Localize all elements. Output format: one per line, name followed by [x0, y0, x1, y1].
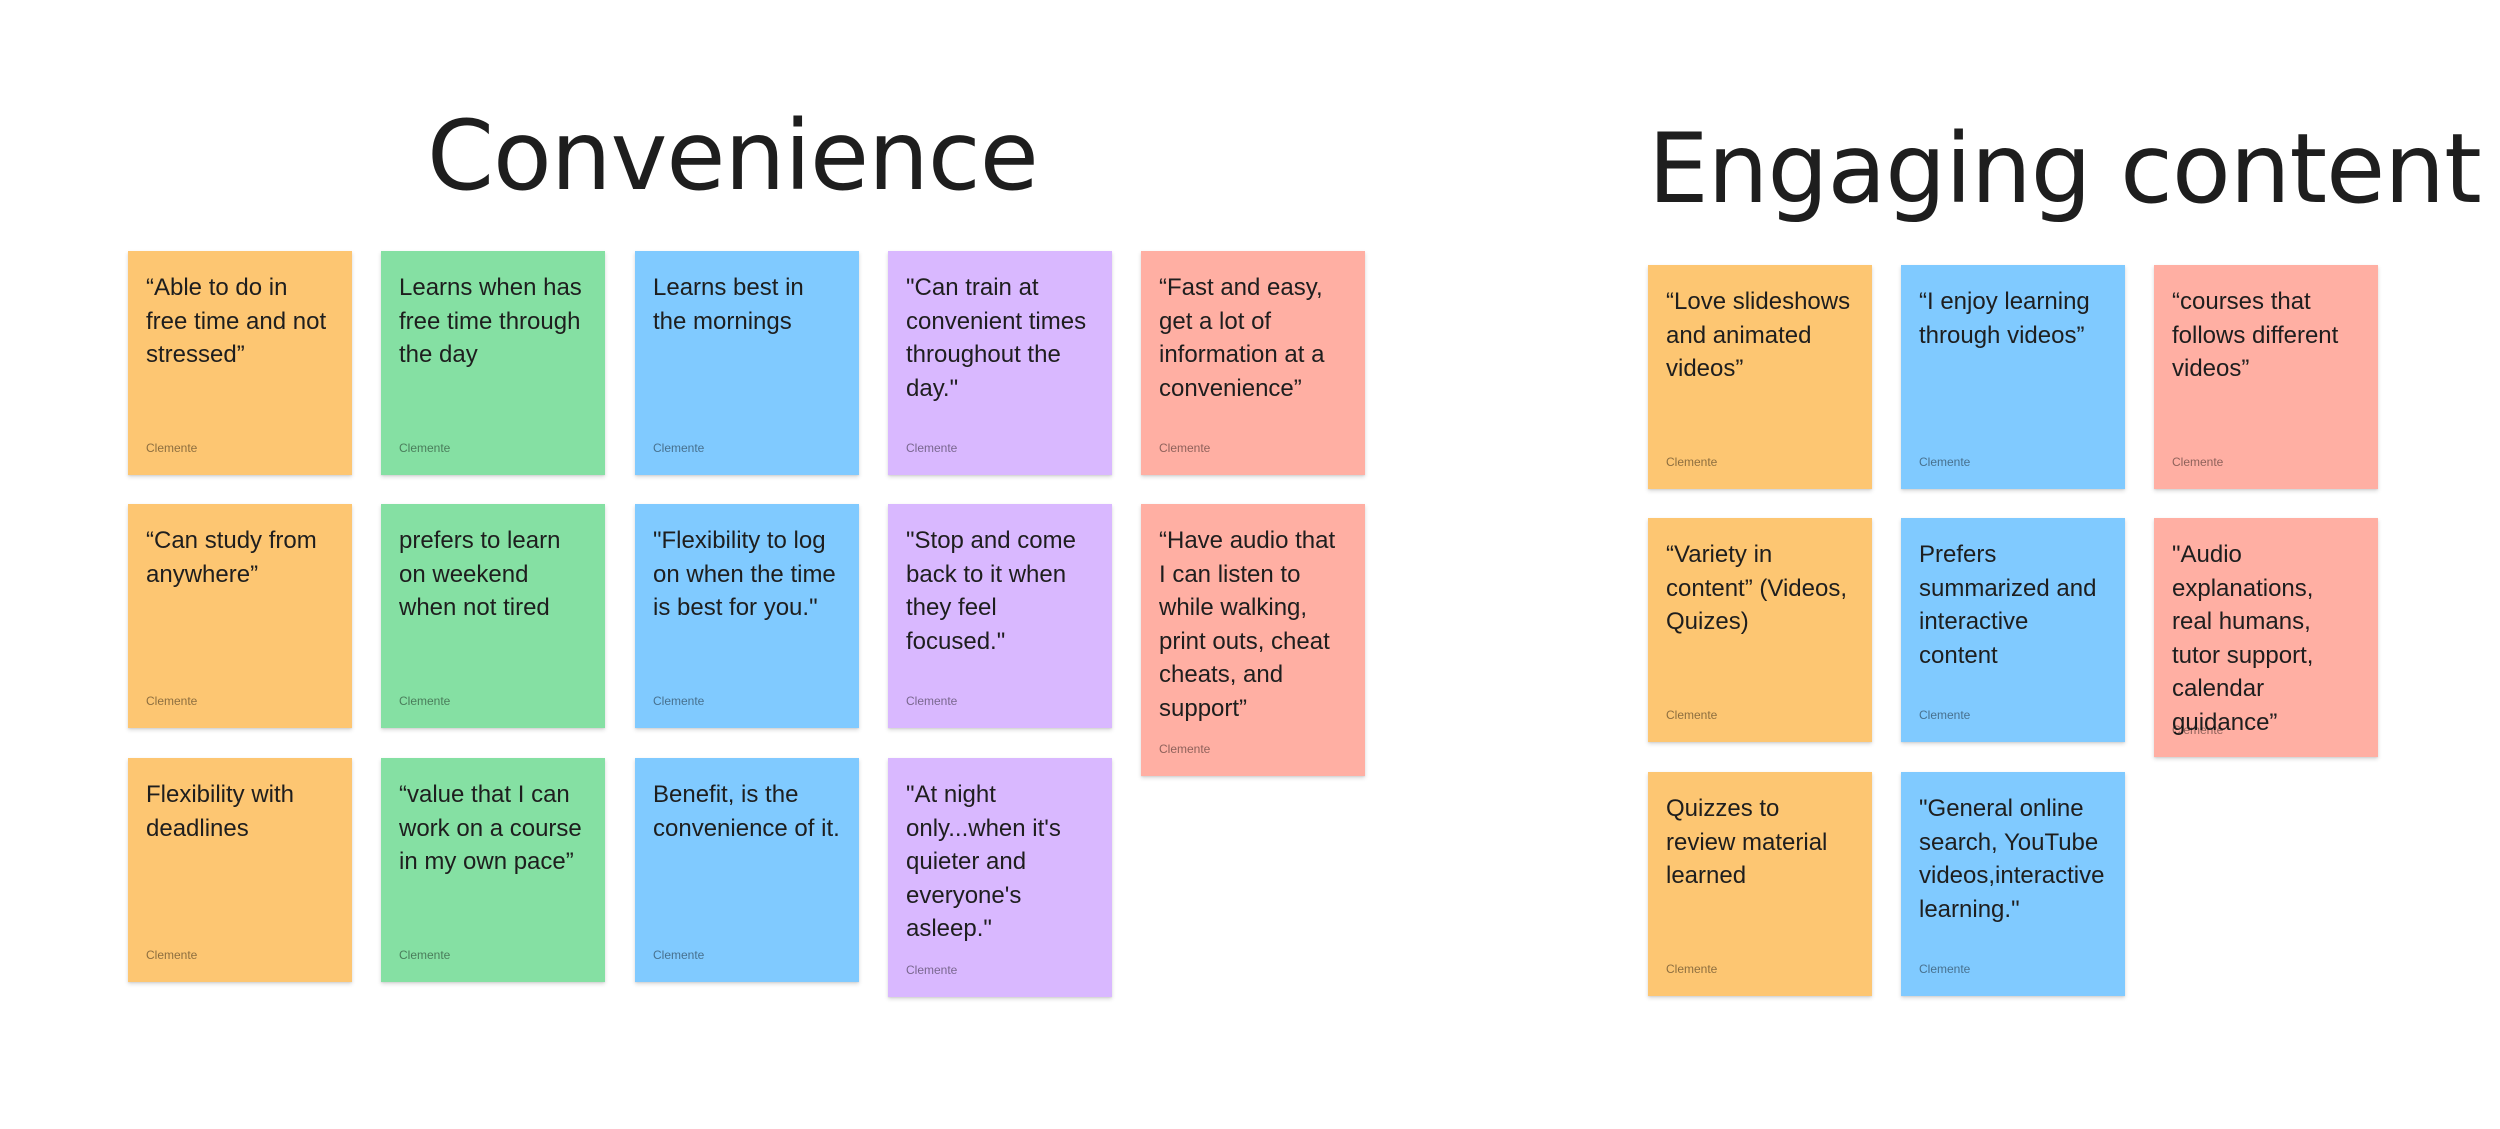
sticky-note[interactable]: "General online search, YouTube videos,i… — [1901, 772, 2125, 996]
sticky-note-text: "General online search, YouTube videos,i… — [1919, 795, 2105, 923]
sticky-note-text: "Flexibility to log on when the time is … — [653, 527, 836, 621]
sticky-note-author: Clemente — [906, 694, 958, 708]
sticky-note[interactable]: “I enjoy learning through videos” Clemen… — [1901, 265, 2125, 489]
sticky-note-author: Clemente — [1666, 455, 1718, 469]
sticky-note-text: Flexibility with deadlines — [146, 781, 295, 842]
sticky-note[interactable]: Learns best in the mornings Clemente — [635, 251, 859, 475]
sticky-note[interactable]: “Have audio that I can listen to while w… — [1141, 504, 1365, 776]
sticky-note-author: Clemente — [653, 694, 705, 708]
sticky-note-author: Clemente — [1919, 455, 1971, 469]
sticky-note[interactable]: “Able to do in free time and not stresse… — [128, 251, 352, 475]
sticky-note-author: Clemente — [1666, 708, 1718, 722]
sticky-note-text: Learns best in the mornings — [653, 274, 804, 335]
sticky-note-author: Clemente — [653, 441, 705, 455]
sticky-note-author: Clemente — [146, 441, 198, 455]
sticky-note[interactable]: "At night only...when it's quieter and e… — [888, 758, 1112, 997]
sticky-note[interactable]: “Love slideshows and animated videos” Cl… — [1648, 265, 1872, 489]
sticky-note-author: Clemente — [1919, 962, 1971, 976]
sticky-note-text: prefers to learn on weekend when not tir… — [399, 527, 561, 621]
sticky-note-author: Clemente — [1666, 962, 1718, 976]
sticky-note[interactable]: "Stop and come back to it when they feel… — [888, 504, 1112, 728]
sticky-note[interactable]: Quizzes to review material learned Cleme… — [1648, 772, 1872, 996]
sticky-note-author: Clemente — [653, 948, 705, 962]
sticky-note[interactable]: "Audio explanations, real humans, tutor … — [2154, 518, 2378, 757]
sticky-note[interactable]: "Can train at convenient times throughou… — [888, 251, 1112, 475]
sticky-note-text: “courses that follows different videos” — [2172, 288, 2339, 382]
cluster-title-convenience[interactable]: Convenience — [427, 100, 1039, 212]
sticky-note[interactable]: “Fast and easy, get a lot of information… — [1141, 251, 1365, 475]
sticky-note[interactable]: “courses that follows different videos” … — [2154, 265, 2378, 489]
sticky-note-text: "At night only...when it's quieter and e… — [906, 781, 1061, 942]
sticky-note[interactable]: Benefit, is the convenience of it. Cleme… — [635, 758, 859, 982]
sticky-note-text: Benefit, is the convenience of it. — [653, 781, 840, 842]
sticky-note-text: “Able to do in free time and not stresse… — [146, 274, 327, 368]
sticky-note-author: Clemente — [906, 963, 958, 977]
sticky-note[interactable]: prefers to learn on weekend when not tir… — [381, 504, 605, 728]
sticky-note-text: Learns when has free time through the da… — [399, 274, 582, 368]
sticky-note-text: “I enjoy learning through videos” — [1919, 288, 2090, 349]
sticky-note-text: "Can train at convenient times throughou… — [906, 274, 1087, 402]
sticky-note-author: Clemente — [399, 948, 451, 962]
sticky-note-author: Clemente — [1159, 742, 1211, 756]
sticky-note[interactable]: “value that I can work on a course in my… — [381, 758, 605, 982]
cluster-title-engaging-content[interactable]: Engaging content — [1648, 113, 2482, 225]
sticky-note[interactable]: "Flexibility to log on when the time is … — [635, 504, 859, 728]
sticky-note[interactable]: Learns when has free time through the da… — [381, 251, 605, 475]
sticky-note-text: Prefers summarized and interactive conte… — [1919, 541, 2097, 669]
sticky-note[interactable]: Flexibility with deadlines Clemente — [128, 758, 352, 982]
sticky-note-text: “value that I can work on a course in my… — [399, 781, 582, 875]
sticky-note-author: Clemente — [1919, 708, 1971, 722]
sticky-note-author: Clemente — [2172, 455, 2224, 469]
sticky-note-author: Clemente — [906, 441, 958, 455]
sticky-note-text: Quizzes to review material learned — [1666, 795, 1828, 889]
sticky-note-author: Clemente — [146, 694, 198, 708]
sticky-note[interactable]: Prefers summarized and interactive conte… — [1901, 518, 2125, 742]
sticky-note-text: "Audio explanations, real humans, tutor … — [2172, 541, 2314, 736]
sticky-note-author: Clemente — [146, 948, 198, 962]
sticky-note-text: “Have audio that I can listen to while w… — [1159, 527, 1336, 722]
sticky-note[interactable]: “Can study from anywhere” Clemente — [128, 504, 352, 728]
sticky-note-author: Clemente — [399, 694, 451, 708]
sticky-note[interactable]: “Variety in content” (Videos, Quizes) Cl… — [1648, 518, 1872, 742]
sticky-note-text: “Variety in content” (Videos, Quizes) — [1666, 541, 1847, 635]
sticky-note-author: Clemente — [2172, 723, 2224, 737]
sticky-note-text: “Fast and easy, get a lot of information… — [1159, 274, 1325, 402]
sticky-note-text: “Can study from anywhere” — [146, 527, 317, 588]
sticky-note-author: Clemente — [399, 441, 451, 455]
sticky-note-author: Clemente — [1159, 441, 1211, 455]
sticky-note-text: “Love slideshows and animated videos” — [1666, 288, 1851, 382]
sticky-note-text: "Stop and come back to it when they feel… — [906, 527, 1076, 655]
